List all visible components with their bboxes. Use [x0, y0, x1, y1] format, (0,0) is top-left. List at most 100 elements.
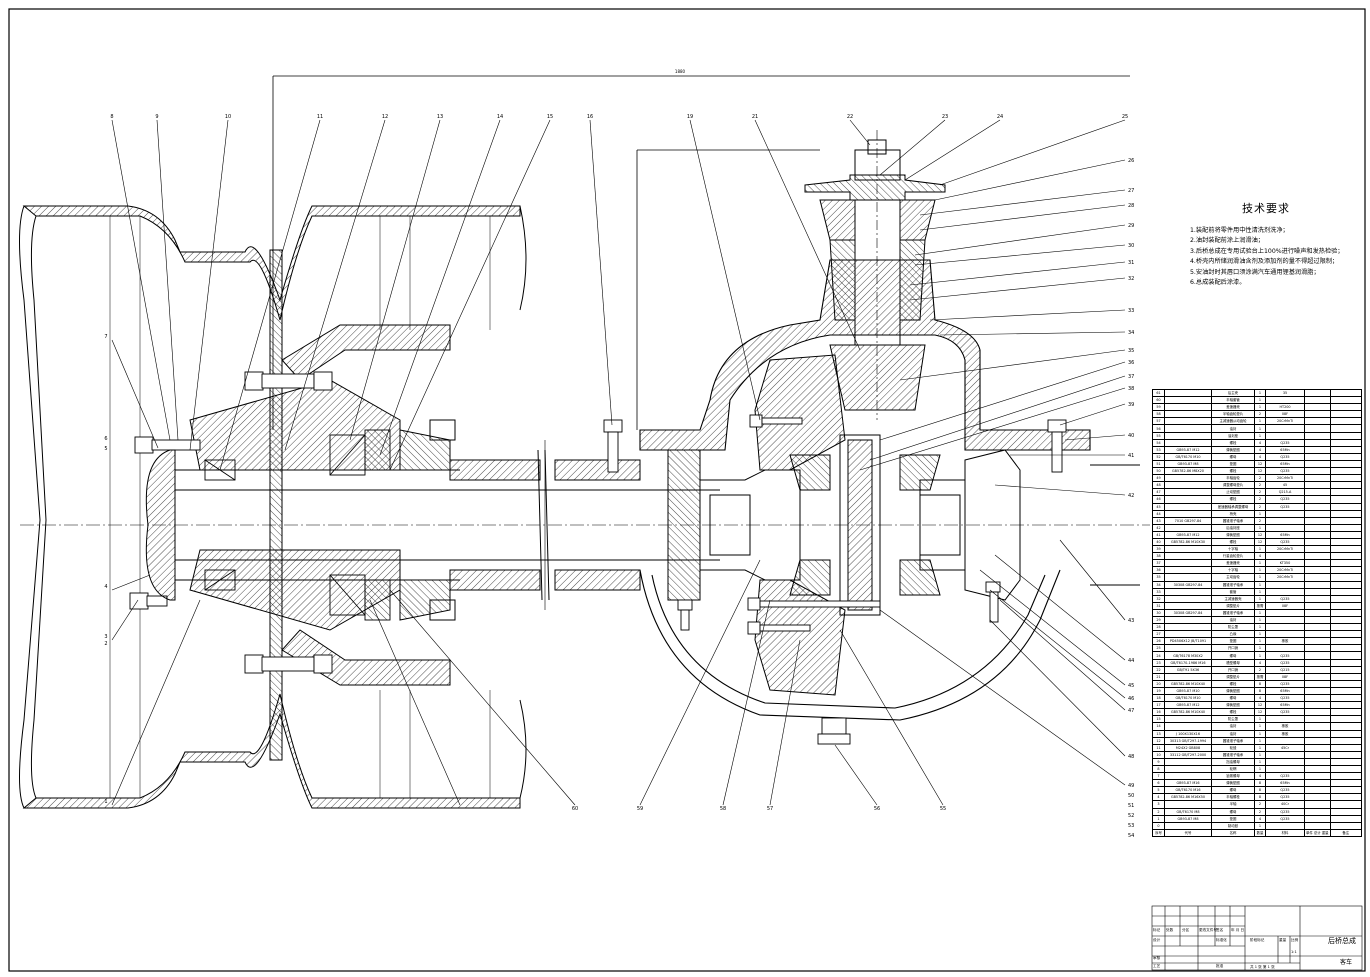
bom-cell: GB/T6170 M10 [1164, 694, 1212, 703]
balloon-50: 50 [1128, 793, 1134, 799]
bom-cell [1304, 644, 1331, 653]
bom-cell: 12 [1254, 459, 1266, 469]
drawing-name: 后桥总成 [1328, 937, 1356, 945]
bom-cell [1304, 779, 1331, 788]
bom-cell [1304, 672, 1331, 681]
bom-cell [1164, 601, 1212, 610]
bom-cell-extra [1329, 701, 1362, 710]
bom-cell-extra [1329, 715, 1362, 724]
bom-cell: 1 [1254, 637, 1266, 646]
bom-cell [1304, 388, 1331, 398]
tech-req-2: 2.油封装配前涂上润滑油； [1190, 237, 1264, 245]
bom-header-cell: 名称 [1211, 828, 1255, 837]
bom-cell: Q235 [1265, 537, 1305, 547]
bom-cell [1265, 757, 1305, 766]
bom-cell: 后主壳 [1211, 388, 1255, 398]
bom-cell: 十字轴 [1211, 566, 1255, 575]
bom-cell: Q235 [1265, 594, 1305, 603]
bom-cell: 4 [1254, 658, 1266, 667]
bom-cell: 螺栓 [1211, 708, 1255, 717]
hub-disk [189, 249, 451, 761]
bom-header-cell: 数量 [1254, 828, 1266, 837]
bom-cell: 12 [1254, 708, 1266, 717]
bom-cell: 2 [1254, 481, 1266, 490]
bom-cell-extra [1329, 772, 1362, 781]
bom-cell [1164, 545, 1212, 554]
balloon-58: 58 [720, 806, 726, 812]
bom-cell: 9 [1152, 757, 1165, 766]
tb-stage: 阶段标记 [1250, 938, 1265, 942]
bom-cell: 螺母 [1211, 452, 1255, 461]
bom-cell: 55 [1152, 431, 1165, 440]
bom-cell-extra [1329, 708, 1362, 717]
bom-cell [1304, 623, 1331, 632]
bom-cell-extra [1329, 559, 1362, 568]
bom-cell: GB/T6170 M16 [1164, 786, 1212, 795]
bom-cell: 43 [1152, 516, 1165, 525]
bom-cell [1304, 587, 1331, 596]
bom-cell: 1 [1254, 623, 1266, 632]
balloon-45: 45 [1128, 683, 1134, 689]
bom-cell: 十字轴 [1211, 545, 1255, 554]
bom-cell: 65Mn [1265, 530, 1305, 539]
bom-cell [1304, 467, 1331, 476]
bom-cell-extra [1329, 623, 1362, 632]
bom-cell-extra [1329, 672, 1362, 681]
bom-cell [1164, 587, 1212, 596]
bom-cell-extra [1329, 729, 1362, 738]
bom-cell-extra [1329, 587, 1362, 596]
bom-cell: 防尘罩 [1211, 715, 1255, 724]
balloon-37: 37 [1128, 374, 1134, 380]
balloon-14: 14 [497, 114, 503, 120]
bom-cell: 65Mn [1265, 445, 1305, 454]
bom-cell: 20CrMnTi [1265, 573, 1305, 582]
bom-cell [1164, 764, 1212, 774]
bom-cell: GB93-87 M12 [1164, 701, 1212, 710]
bom-cell: 13 [1152, 729, 1165, 738]
bom-cell: 19 [1152, 686, 1165, 696]
bom-cell: 7010 GB297-84 [1164, 516, 1212, 525]
balloon-29: 29 [1128, 223, 1134, 229]
bom-cell: Q235 [1265, 651, 1305, 660]
bom-cell [1164, 559, 1212, 568]
balloon-6: 6 [104, 436, 107, 442]
bom-cell [1265, 396, 1305, 405]
bom-cell: 41 [1152, 530, 1165, 539]
bom-cell: 桥壳 [1211, 509, 1255, 518]
bom-cell: 2 [1254, 495, 1266, 504]
bom-cell: GB5782-86 M16X50 [1164, 793, 1212, 802]
bom-cell-extra [1329, 743, 1362, 752]
bom-cell-extra [1329, 807, 1362, 816]
tech-req-1: 1.装配前将零件用中性清洗剂洗净； [1190, 227, 1289, 234]
bom-cell [1164, 495, 1212, 504]
bom-cell: 27 [1152, 630, 1165, 639]
bom-cell: HT200 [1265, 403, 1305, 412]
bom-cell-extra [1329, 545, 1362, 554]
bom-cell: 垫圈 [1211, 637, 1255, 646]
bom-cell [1304, 502, 1331, 511]
bom-cell [1265, 750, 1305, 759]
bom-cell: 2 [1152, 807, 1165, 816]
balloon-9: 9 [155, 114, 158, 120]
bom-cell: 34 [1152, 580, 1165, 589]
title-block-grid [1151, 905, 1363, 971]
bom-cell-extra [1329, 396, 1362, 405]
bom-cell [1164, 502, 1212, 511]
bom-cell [1304, 821, 1331, 830]
balloon-32: 32 [1128, 276, 1134, 282]
bom-cell: 57 [1152, 417, 1165, 426]
bom-cell: 油封 [1211, 729, 1255, 738]
bom-cell [1265, 580, 1305, 589]
tech-req-5: 5.安油封时其唇口须涂满汽车通用锂基润滑脂； [1190, 268, 1320, 276]
balloon-34: 34 [1128, 330, 1134, 336]
bom-cell: 1 [1254, 736, 1266, 745]
